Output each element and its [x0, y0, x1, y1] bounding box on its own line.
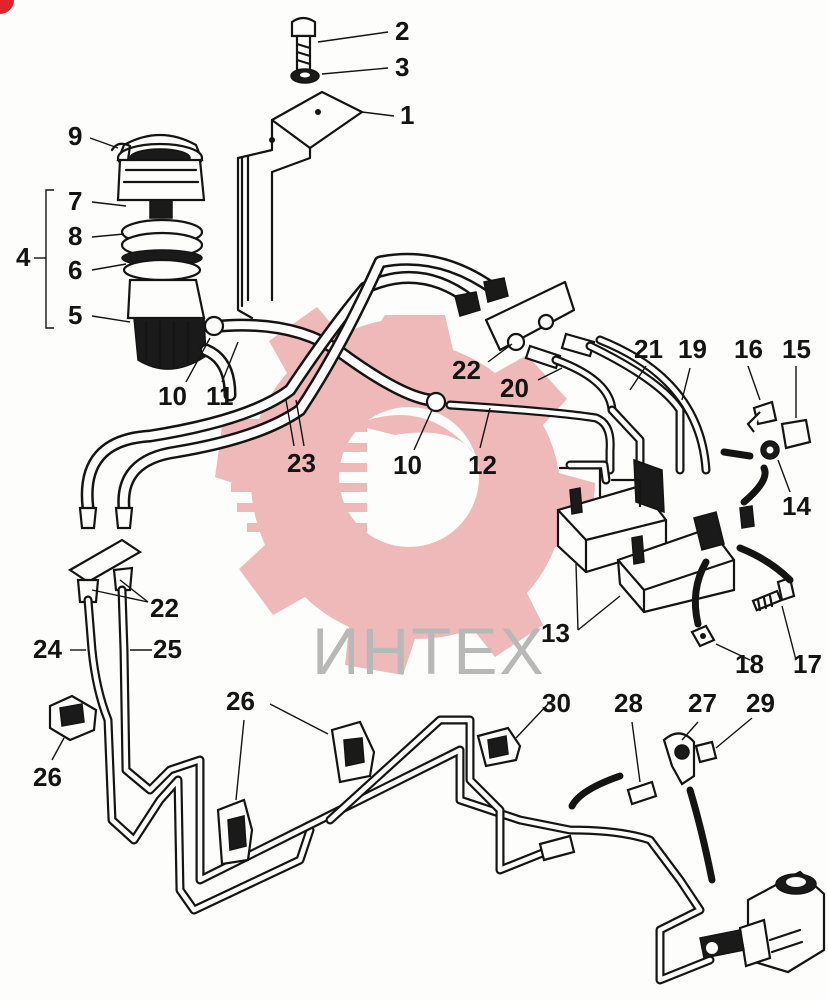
watermark: ИНТЕХ	[215, 307, 595, 688]
callout-number: 5	[68, 300, 82, 330]
callout-number: 10	[158, 381, 187, 411]
callout-number: 28	[614, 688, 643, 718]
callout-number: 9	[68, 121, 82, 151]
callout-number: 12	[468, 450, 497, 480]
callout-number: 26	[33, 762, 62, 792]
fitting-bracket	[454, 277, 596, 370]
callout-number: 19	[678, 334, 707, 364]
callout-leaders	[34, 31, 797, 801]
callout-number: 24	[33, 634, 62, 664]
junction-bracket	[67, 538, 143, 604]
callout-number: 17	[793, 649, 822, 679]
washer-part	[290, 68, 320, 84]
callout-number: 11	[206, 381, 234, 411]
steel-fuel-lines	[83, 585, 715, 985]
callout-number: 20	[500, 373, 529, 403]
callout-number: 14	[782, 491, 811, 521]
pipe-clamps	[48, 694, 718, 884]
callout-number: 15	[782, 334, 811, 364]
callout-number: 1	[400, 100, 414, 130]
fuel-hoses	[78, 252, 615, 530]
corner-badge	[0, 0, 14, 14]
lift-pump	[699, 870, 826, 974]
callout-number: 25	[153, 634, 182, 664]
callout-number: 7	[68, 186, 82, 216]
callout-number: 21	[634, 334, 663, 364]
callout-number: 22	[452, 355, 481, 385]
callout-number: 13	[541, 618, 570, 648]
mounting-bracket	[236, 90, 364, 320]
bolt-part	[290, 16, 317, 72]
callout-number: 30	[542, 688, 571, 718]
callout-number: 2	[395, 16, 409, 46]
callout-number: 23	[287, 448, 316, 478]
injection-pipes	[551, 335, 711, 475]
callout-number: 3	[395, 52, 409, 82]
watermark-text: ИНТЕХ	[312, 614, 545, 688]
callout-number: 26	[226, 686, 255, 716]
callout-number: 8	[68, 221, 82, 251]
callout-number: 22	[150, 593, 179, 623]
callout-number: 29	[746, 688, 775, 718]
callout-number: 10	[393, 450, 422, 480]
manifold-blocks	[556, 458, 755, 614]
callout-number: 16	[734, 334, 763, 364]
small-fasteners	[690, 400, 812, 648]
callout-number: 4	[16, 242, 31, 272]
callout-number: 18	[735, 649, 764, 679]
fuel-filter-assembly	[45, 134, 207, 370]
callout-number: 27	[688, 688, 717, 718]
callout-number: 6	[68, 255, 82, 285]
